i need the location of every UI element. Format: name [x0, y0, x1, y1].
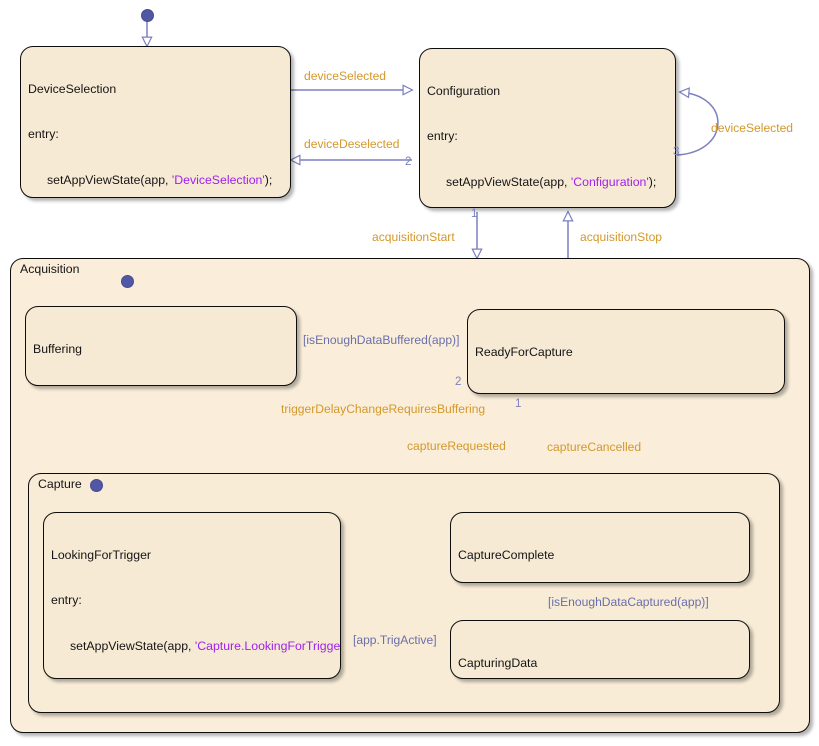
state-device-selection[interactable]: DeviceSelection entry: setAppViewState(a… [20, 46, 291, 198]
transition-label-trigger-delay-change: triggerDelayChangeRequiresBuffering [281, 402, 486, 416]
transition-label-device-deselected: deviceDeselected [304, 137, 400, 151]
transition-label-acquisition-start: acquisitionStart [372, 230, 455, 244]
action-text-tail: ); [648, 175, 657, 190]
transition-order-capture-requested: 1 [515, 398, 522, 410]
state-device-selection-body: DeviceSelection entry: setAppViewState(a… [21, 47, 290, 197]
string-literal: 'DeviceSelection' [171, 173, 265, 188]
state-looking-for-trigger-body: LookingForTrigger entry: setAppViewState… [44, 513, 340, 678]
default-transition-junction-acquisition [121, 275, 134, 288]
state-buffering[interactable]: Buffering entry: setAppViewState(app, 'A… [25, 306, 297, 386]
action-text-tail: ); [264, 173, 273, 188]
string-literal: 'Capture.LookingForTrigger' [194, 639, 341, 654]
transition-label-is-enough-data-captured: [isEnoughDataCaptured(app)] [548, 595, 709, 609]
state-name-capture: Capture [38, 477, 82, 491]
state-name-acquisition: Acquisition [20, 262, 80, 276]
state-ready-for-capture[interactable]: ReadyForCapture entry: setAppViewState(a… [467, 309, 785, 394]
transition-order-acquisition-start: 1 [471, 208, 478, 220]
state-name-buffering: Buffering [33, 341, 82, 356]
transition-label-device-selected-self: deviceSelected [711, 121, 794, 135]
transition-order-device-deselected: 2 [405, 156, 412, 168]
state-name-capture-complete: CaptureComplete [458, 547, 555, 562]
entry-keyword-device-selection: entry: [28, 127, 59, 142]
transition-order-device-selected-self: 3 [673, 146, 680, 158]
state-capturing-data-body: CapturingData entry: setAppViewState(app… [451, 621, 749, 678]
state-ready-for-capture-body: ReadyForCapture entry: setAppViewState(a… [468, 310, 784, 393]
state-name-configuration: Configuration [427, 83, 501, 98]
transition-order-trigger-delay-change: 2 [455, 376, 462, 388]
state-name-looking-for-trigger: LookingForTrigger [51, 547, 152, 562]
state-capture-complete-body: CaptureComplete entry: completeCapture(a… [451, 513, 749, 582]
action-configuration: setAppViewState(app, 'Configuration'); [427, 175, 668, 190]
string-literal: 'Configuration' [570, 175, 649, 190]
state-buffering-body: Buffering entry: setAppViewState(app, 'A… [26, 307, 296, 385]
transition-label-trig-active: [app.TrigActive] [353, 633, 437, 647]
transition-label-acquisition-stop: acquisitionStop [580, 230, 663, 244]
entry-keyword-looking-for-trigger: entry: [51, 593, 82, 608]
state-configuration[interactable]: Configuration entry: setAppViewState(app… [419, 48, 676, 208]
transition-label-device-selected: deviceSelected [304, 69, 387, 83]
action-device-selection: setAppViewState(app, 'DeviceSelection'); [28, 173, 283, 188]
state-configuration-body: Configuration entry: setAppViewState(app… [420, 49, 675, 207]
action-text: setAppViewState(app, [47, 173, 172, 188]
entry-keyword-configuration: entry: [427, 129, 458, 144]
action-text: setAppViewState(app, [70, 639, 195, 654]
transition-label-is-enough-data-buffered: [isEnoughDataBuffered(app)] [303, 333, 460, 347]
state-capture-complete[interactable]: CaptureComplete entry: completeCapture(a… [450, 512, 750, 583]
state-name-ready-for-capture: ReadyForCapture [475, 344, 573, 359]
state-name-device-selection: DeviceSelection [28, 81, 117, 96]
state-name-capturing-data: CapturingData [458, 655, 538, 670]
action-text: setAppViewState(app, [446, 175, 571, 190]
entry-action-looking-for-trigger: setAppViewState(app, 'Capture.LookingFor… [51, 639, 340, 654]
default-transition-junction-capture [90, 479, 103, 492]
state-looking-for-trigger[interactable]: LookingForTrigger entry: setAppViewState… [43, 512, 341, 679]
default-transition-junction-root [141, 9, 154, 22]
entry-keyword-ready-for-capture: entry: [475, 390, 777, 393]
transition-label-capture-requested: captureRequested [407, 439, 506, 453]
state-capturing-data[interactable]: CapturingData entry: setAppViewState(app… [450, 620, 750, 679]
transition-label-capture-cancelled: captureCancelled [547, 440, 642, 454]
